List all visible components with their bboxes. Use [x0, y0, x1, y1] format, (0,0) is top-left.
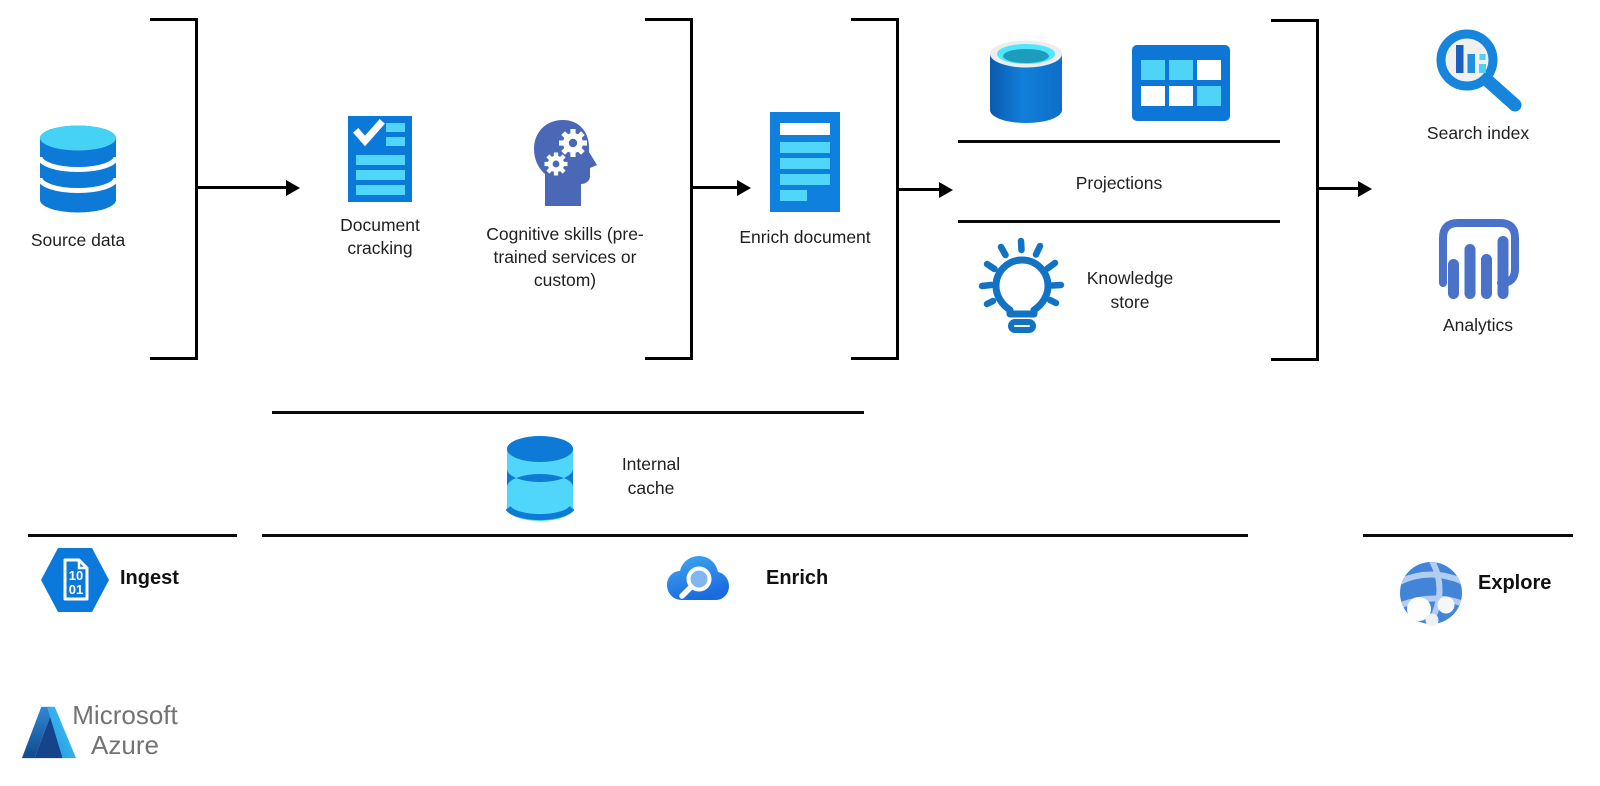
- arrow-line: [896, 188, 939, 191]
- ingest-section-line: [28, 534, 237, 537]
- document-cracking-icon: [348, 116, 412, 202]
- projections-divider-top: [958, 140, 1280, 143]
- cache-section-line-top: [272, 411, 864, 414]
- source-data-label: Source data: [30, 230, 126, 250]
- database-icon: [38, 125, 118, 213]
- enrich-document-icon: [770, 112, 840, 212]
- explore-section-line: [1363, 534, 1573, 537]
- storage-container-icon: [990, 40, 1062, 123]
- power-bi-icon: [1439, 219, 1519, 299]
- node-analytics: Analytics: [1398, 212, 1558, 337]
- arrow-line: [690, 186, 737, 189]
- arrow-line: [196, 186, 286, 189]
- node-document-cracking: Document cracking: [310, 116, 450, 260]
- table-icon: [1132, 45, 1230, 121]
- arrow-head: [1358, 180, 1372, 197]
- node-search-index: Search index: [1398, 26, 1558, 145]
- projections-label: Projections: [1075, 173, 1163, 193]
- svg-text:01: 01: [69, 582, 83, 597]
- knowledge-store-label: Knowledge store: [1086, 268, 1174, 312]
- search-index-label: Search index: [1426, 123, 1530, 143]
- node-enrich-document: Enrich document: [732, 112, 878, 249]
- node-source-data: Source data: [8, 124, 148, 252]
- node-cognitive-skills: Cognitive skills (pre- trained services …: [472, 119, 658, 292]
- explore-globe-icon: [1400, 562, 1462, 626]
- internal-cache-label: Internal cache: [621, 454, 681, 498]
- cache-section-line-bottom: [262, 534, 1248, 537]
- enrich-cloud-icon: [667, 556, 729, 600]
- arrow-head: [737, 179, 751, 196]
- cognitive-skills-icon: [534, 120, 597, 206]
- explore-label: Explore: [1478, 572, 1552, 594]
- cognitive-skills-label: Cognitive skills (pre- trained services …: [486, 224, 644, 290]
- enrich-document-label: Enrich document: [739, 227, 871, 247]
- brand-text: Microsoft Azure: [66, 700, 184, 760]
- search-index-icon: [1436, 29, 1521, 112]
- cache-database-icon: [505, 436, 575, 521]
- ingest-hexagon-icon: 10 01: [41, 548, 109, 612]
- svg-text:10: 10: [69, 568, 83, 583]
- arrow-head: [286, 179, 300, 196]
- azure-logo-icon: [21, 706, 77, 759]
- arrow-line: [1316, 187, 1358, 190]
- brand-text-microsoft: Microsoft: [72, 700, 178, 730]
- enrich-label: Enrich: [766, 567, 829, 589]
- brand-text-azure: Azure: [91, 730, 159, 760]
- document-cracking-label: Document cracking: [340, 215, 420, 258]
- lightbulb-icon: [978, 237, 1065, 333]
- ingest-label: Ingest: [120, 567, 179, 589]
- analytics-label: Analytics: [1442, 315, 1514, 335]
- arrow-head: [939, 181, 953, 198]
- bracket-after-cognitive-skills: [645, 18, 693, 360]
- projections-divider-bottom: [958, 220, 1280, 223]
- bracket-after-source-data: [150, 18, 198, 360]
- bracket-after-knowledge-store: [1271, 19, 1319, 361]
